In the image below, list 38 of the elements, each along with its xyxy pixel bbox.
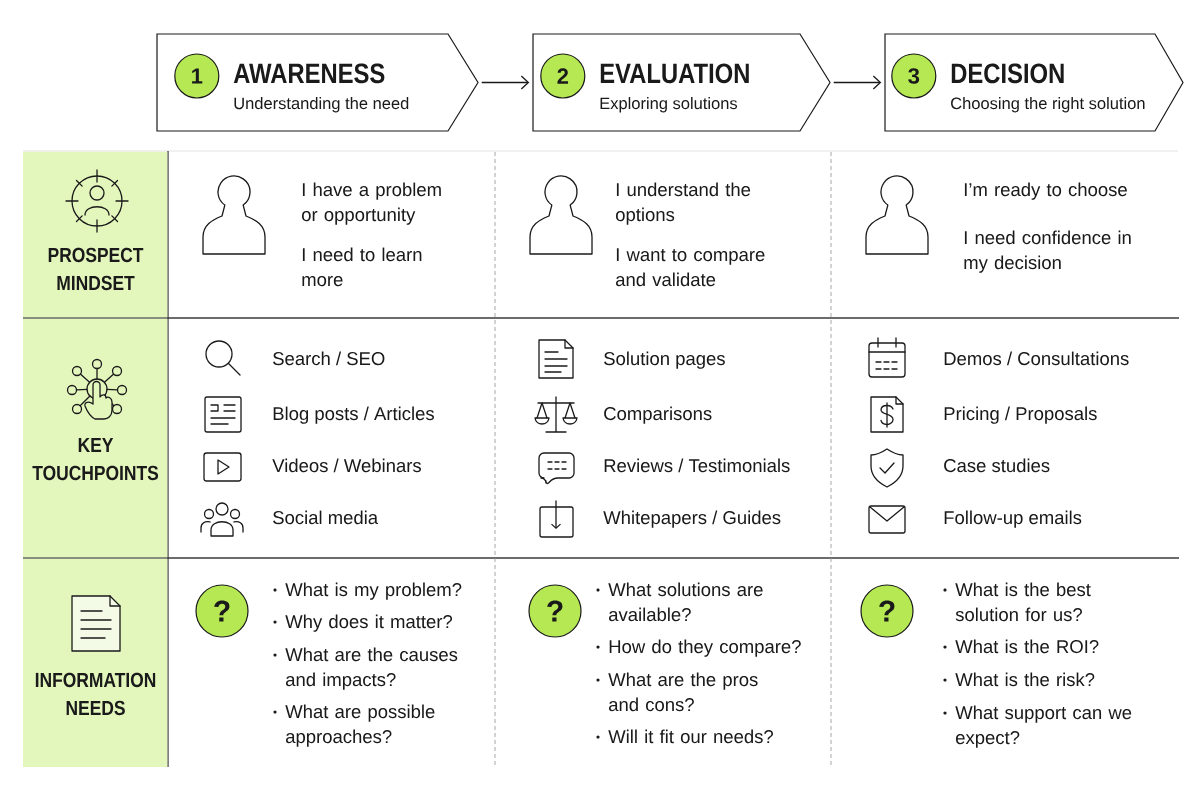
- question-item: Will it fit our needs?: [608, 729, 773, 744]
- arrow: [833, 75, 882, 90]
- question-item: What are the pros and cons?: [608, 672, 758, 712]
- question-item: How do they compare?: [609, 639, 801, 657]
- touchpoint-label: Comparisons: [604, 406, 712, 424]
- row-header: INFORMATION NEEDS: [23, 558, 168, 767]
- node-label: KEY TOUCHPOINTS: [32, 437, 159, 481]
- mindset-statement: I’m ready to choose: [964, 182, 1127, 200]
- touchpoint-label: Videos / Webinars: [272, 458, 421, 473]
- touchpoint-label: Whitepapers / Guides: [603, 510, 781, 528]
- question-item: Why does it matter?: [285, 614, 453, 632]
- question-item: What is the ROI?: [955, 639, 1099, 654]
- node-label: PROSPECT MINDSET: [48, 247, 144, 291]
- mindset-statement: I understand the options: [616, 182, 751, 225]
- touchpoint-label: Search / SEO: [273, 351, 385, 366]
- touchpoint-label: Case studies: [944, 458, 1050, 473]
- touchpoint-label: Pricing / Proposals: [944, 406, 1097, 424]
- question-item: What are the causes and impacts?: [285, 647, 458, 690]
- touchpoint-label: Blog posts / Articles: [273, 406, 434, 424]
- question-item: What are possible approaches?: [285, 704, 435, 747]
- question-item: What solutions are available?: [608, 582, 763, 622]
- mindset-statement: I need confidence in my decision: [964, 230, 1131, 273]
- row-header: PROSPECT MINDSET: [23, 151, 168, 318]
- mindset-statement: I need to learn more: [302, 247, 422, 287]
- row-header: KEY TOUCHPOINTS: [23, 318, 168, 558]
- mindset-statement: I have a problem or opportunity: [302, 182, 441, 225]
- question-item: What is the best solution for us?: [955, 582, 1091, 622]
- touchpoint-label: Follow-up emails: [944, 510, 1082, 528]
- touchpoint-label: Solution pages: [604, 351, 725, 369]
- question-item: What is the risk?: [955, 672, 1095, 687]
- question-item: What support can we expect?: [955, 705, 1132, 748]
- touchpoint-label: Reviews / Testimonials: [604, 458, 790, 473]
- arrow: [481, 75, 530, 90]
- question-item: What is my problem?: [285, 582, 462, 600]
- mindset-statement: I want to compare and validate: [616, 248, 765, 287]
- touchpoint-label: Social media: [273, 510, 379, 525]
- touchpoint-label: Demos / Consultations: [944, 351, 1129, 366]
- node-label: INFORMATION NEEDS: [35, 672, 156, 716]
